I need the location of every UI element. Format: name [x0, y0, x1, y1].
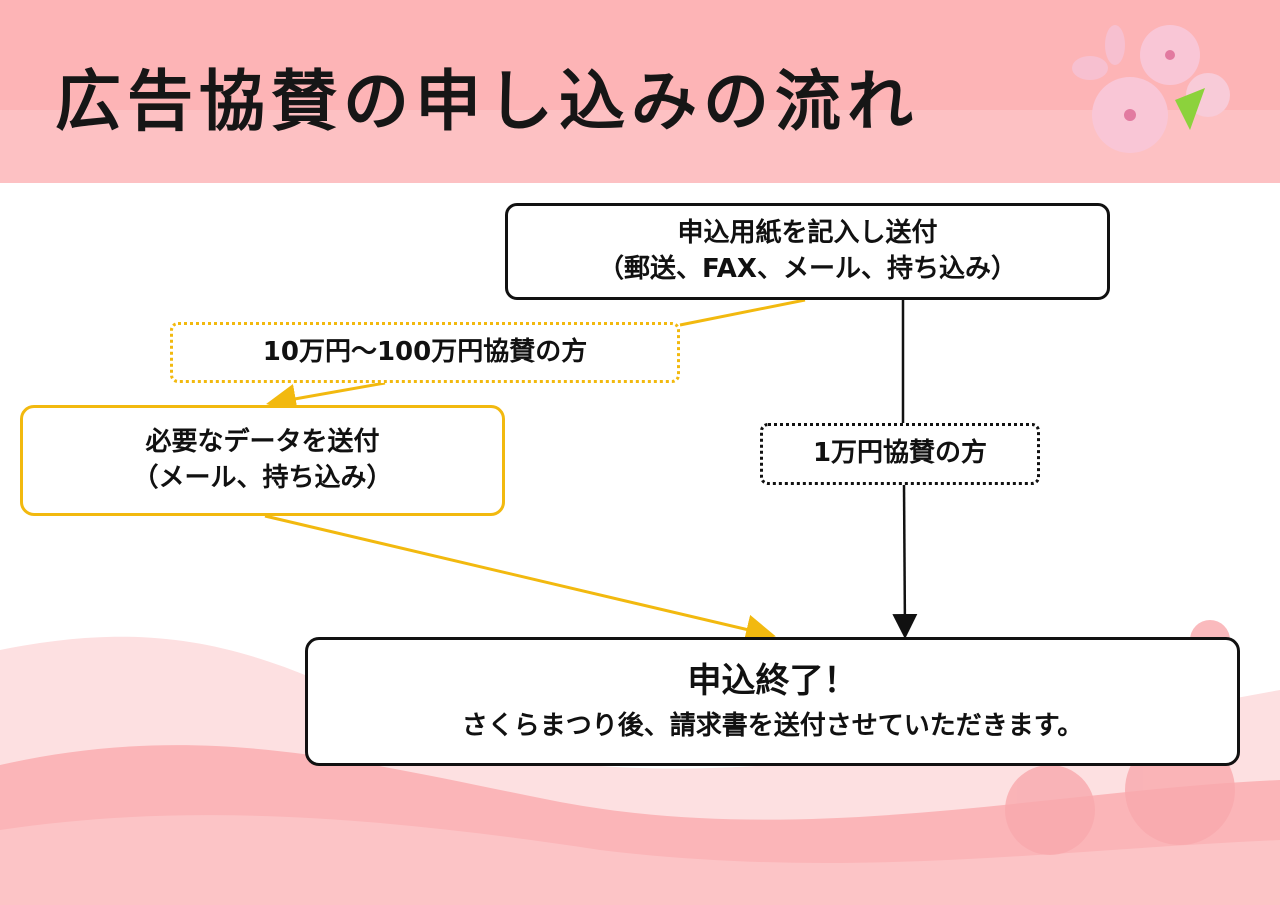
header-band-top	[0, 0, 1280, 110]
wave-front	[0, 815, 1280, 905]
connector-data-to-complete	[264, 514, 776, 645]
large-sponsor-label: 10万円〜100万円協賛の方	[170, 322, 680, 383]
connector-small-to-complete	[892, 484, 918, 639]
step-send-data-line2: （メール、持ち込み）	[132, 462, 393, 493]
step-complete: 申込終了！ さくらまつり後、請求書を送付させていただきます。	[305, 637, 1240, 766]
step-send-data: 必要なデータを送付 （メール、持ち込み）	[20, 405, 505, 516]
step-submit-line1: 申込用紙を記入し送付	[677, 218, 938, 249]
sakura-flower-icon	[1072, 25, 1230, 153]
connector-large-to-data	[266, 381, 386, 414]
step-send-data-line1: 必要なデータを送付	[145, 427, 380, 458]
page-title: 広告協賛の申し込みの流れ	[55, 63, 919, 140]
small-sponsor-label: 1万円協賛の方	[760, 423, 1040, 485]
complete-note: さくらまつり後、請求書を送付させていただきます。	[461, 710, 1084, 741]
step-submit-line2: （郵送、FAX、メール、持ち込み）	[598, 253, 1017, 284]
large-sponsor-text: 10万円〜100万円協賛の方	[262, 336, 588, 367]
complete-heading: 申込終了！	[687, 661, 858, 701]
header-band-bottom	[0, 110, 1280, 183]
connector-submit-to-large	[679, 298, 806, 327]
step-submit-form: 申込用紙を記入し送付 （郵送、FAX、メール、持ち込み）	[505, 203, 1110, 300]
small-sponsor-text: 1万円協賛の方	[812, 438, 988, 469]
